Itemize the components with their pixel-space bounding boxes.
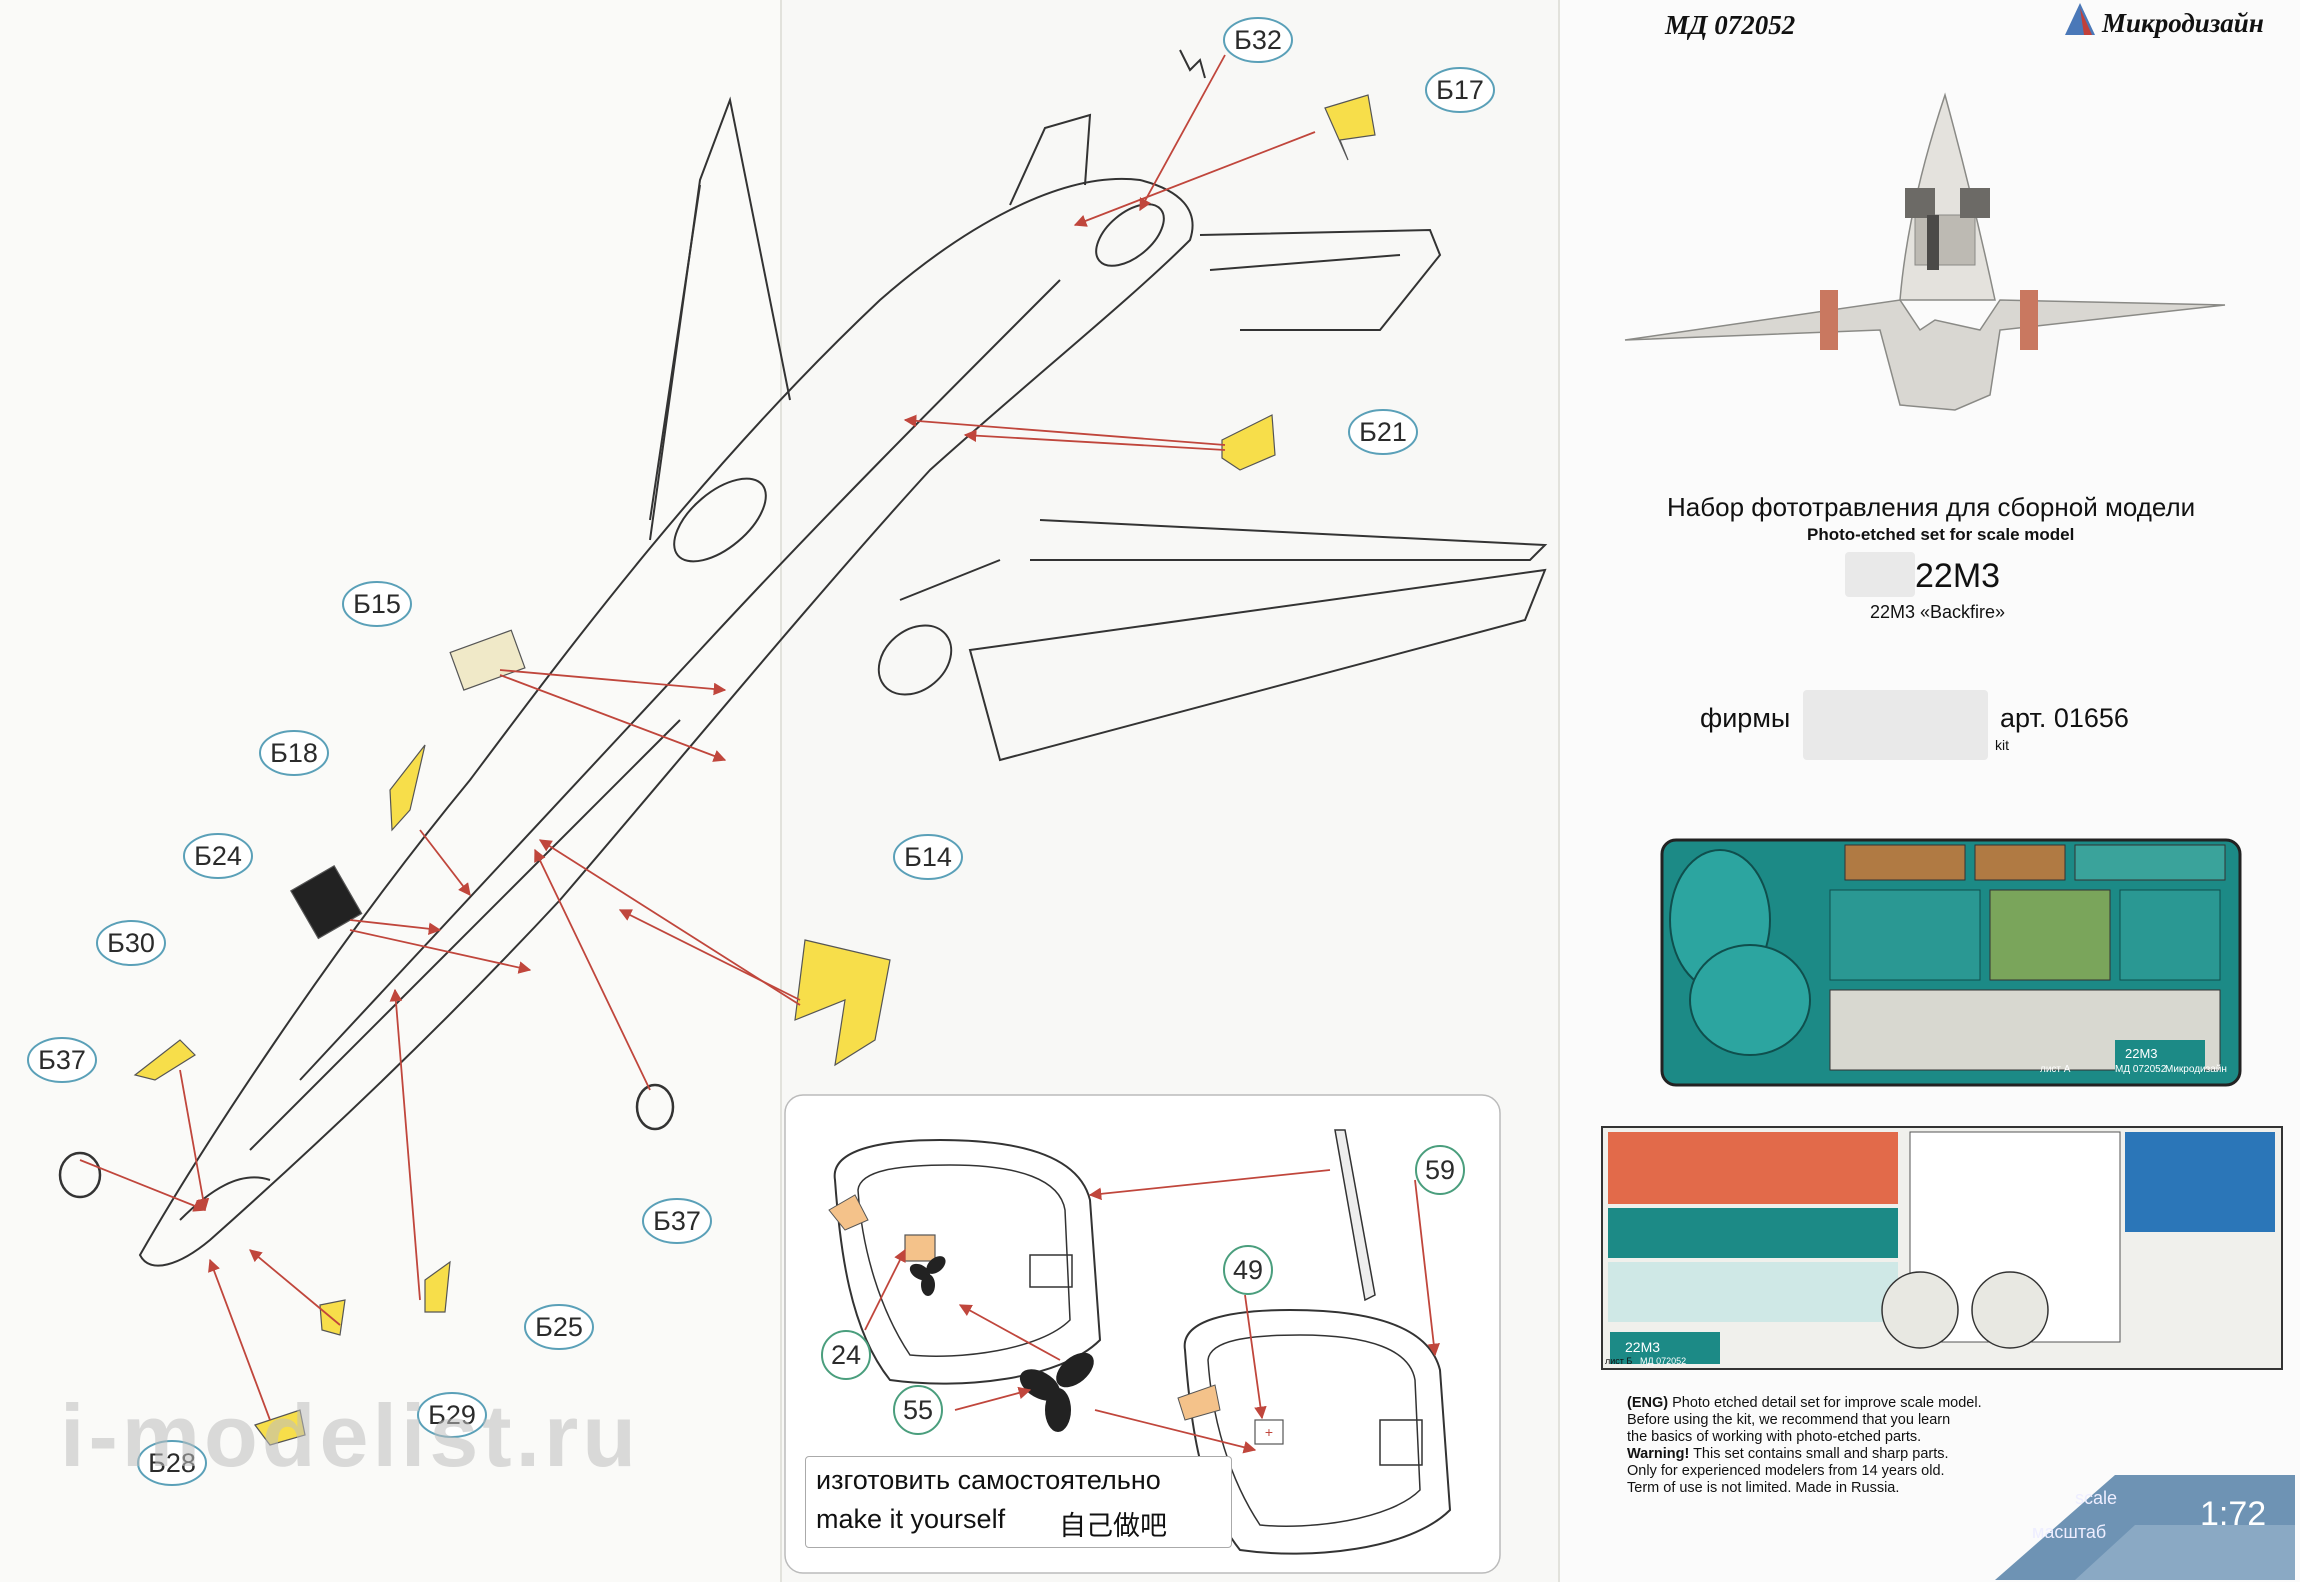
callout-b24 bbox=[183, 833, 253, 879]
part-b29 bbox=[319, 1299, 346, 1336]
notes-line6: Term of use is not limited. Made in Russ… bbox=[1627, 1480, 1900, 1496]
callout-b14 bbox=[893, 834, 963, 880]
callout-label-b25: Б25 bbox=[535, 1312, 583, 1342]
callout-label-b14: Б14 bbox=[904, 842, 952, 872]
diy-en: make it yourself bbox=[816, 1504, 1006, 1534]
watermark: i-modelist.ru bbox=[60, 1386, 641, 1485]
article-code: МД 072052 bbox=[1665, 10, 1796, 40]
firm-art: арт. 01656 bbox=[2000, 703, 2129, 733]
etch-sheet-a: 22М3 МД 072052 лист А Микродизайн bbox=[1660, 838, 2242, 1087]
callout-label-b18: Б18 bbox=[270, 738, 318, 768]
etch-sheet-b: 22М3 МД 072052 лист Б bbox=[1601, 1126, 2283, 1370]
svg-text:+: + bbox=[1265, 1424, 1273, 1440]
callout-label-b32: Б32 bbox=[1234, 25, 1282, 55]
callout-b15 bbox=[342, 581, 412, 627]
sheet-a-brand: Микродизайн bbox=[2165, 1064, 2227, 1075]
english-notes: (ENG) Photo etched detail set for improv… bbox=[1627, 1395, 2147, 1497]
diy-cn: 自己做吧 bbox=[1059, 1511, 1167, 1541]
part-b21 bbox=[1221, 414, 1276, 471]
callout-55 bbox=[893, 1385, 943, 1435]
callout-label-59: 59 bbox=[1425, 1155, 1455, 1185]
callout-label-b15: Б15 bbox=[353, 589, 401, 619]
fold-line bbox=[1558, 0, 1560, 1582]
callout-label-b37a: Б37 bbox=[38, 1045, 86, 1075]
sheet-b-sheet: лист Б bbox=[1605, 1356, 1632, 1366]
model-en: 22M3 «Backfire» bbox=[1870, 602, 2006, 622]
photo-etched-parts bbox=[133, 49, 1376, 1446]
scale-en: scale bbox=[2075, 1488, 2118, 1508]
notes-line5: Only for experienced modelers from 14 ye… bbox=[1627, 1463, 1945, 1479]
callout-label-b17: Б17 bbox=[1436, 75, 1484, 105]
callout-b29 bbox=[417, 1392, 487, 1438]
leader-arrows bbox=[79, 54, 1316, 1421]
callout-24 bbox=[821, 1330, 871, 1380]
part-b28 bbox=[254, 1409, 306, 1446]
callout-label-49: 49 bbox=[1233, 1255, 1263, 1285]
callout-b30 bbox=[96, 920, 166, 966]
notes-line2: Before using the kit, we recommend that … bbox=[1627, 1412, 1951, 1428]
redacted-firm bbox=[1803, 690, 1988, 760]
redacted-brand bbox=[1845, 552, 1915, 597]
callout-59 bbox=[1415, 1145, 1465, 1195]
part-b30 bbox=[133, 1039, 196, 1081]
callout-label-24: 24 bbox=[831, 1340, 861, 1370]
part-b18 bbox=[389, 744, 426, 832]
part-b24 bbox=[290, 865, 363, 940]
part-b25 bbox=[424, 1260, 451, 1313]
fold-line bbox=[780, 0, 782, 1582]
title-ru: Набор фототравления для сборной модели bbox=[1667, 492, 2196, 522]
callout-b18 bbox=[259, 730, 329, 776]
sheet-a-label: 22М3 bbox=[2125, 1046, 2158, 1061]
callout-b28 bbox=[137, 1440, 207, 1486]
callout-label-b37b: Б37 bbox=[653, 1206, 701, 1236]
notes-line4: This set contains small and sharp parts. bbox=[1689, 1446, 1949, 1462]
callout-b37a bbox=[27, 1037, 97, 1083]
callout-label-b21: Б21 bbox=[1359, 417, 1407, 447]
scale-badge bbox=[1995, 1475, 2295, 1580]
sheet-b-code: МД 072052 bbox=[1640, 1356, 1686, 1366]
canopy-detail-box: + 59 49 24 55 bbox=[784, 1094, 1501, 1574]
brand-name: Микродизайн bbox=[2102, 8, 2264, 38]
firm-prefix: фирмы bbox=[1700, 703, 1791, 733]
sheet-a-code: МД 072052 bbox=[2115, 1064, 2167, 1075]
callout-label-55: 55 bbox=[903, 1395, 933, 1425]
callout-b32 bbox=[1223, 17, 1293, 63]
part-55 bbox=[1019, 1352, 1094, 1432]
sheet-a-sheet: лист А bbox=[2040, 1064, 2071, 1075]
part-b14 bbox=[794, 939, 891, 1067]
part-b32 bbox=[1179, 49, 1206, 79]
callout-label-b30: Б30 bbox=[107, 928, 155, 958]
notes-line3: the basics of working with photo-etched … bbox=[1627, 1429, 1922, 1445]
callouts bbox=[27, 17, 1495, 1486]
model-ru: 22М3 bbox=[1915, 557, 2001, 595]
part-24 bbox=[904, 1234, 936, 1262]
kit-suffix: kit bbox=[1995, 737, 2009, 753]
brand-logo-icon bbox=[2065, 3, 2095, 35]
part-b17 bbox=[1324, 94, 1376, 161]
notes-warning: Warning! bbox=[1627, 1446, 1690, 1462]
aircraft-photo bbox=[1624, 92, 2226, 411]
callout-label-b24: Б24 bbox=[194, 841, 242, 871]
scale-value: 1:72 bbox=[2200, 1495, 2267, 1533]
notes-line1: Photo etched detail set for improve scal… bbox=[1668, 1395, 1982, 1411]
callout-b37b bbox=[642, 1198, 712, 1244]
callout-49 bbox=[1223, 1245, 1273, 1295]
callout-b17 bbox=[1425, 67, 1495, 113]
part-49 bbox=[1254, 1419, 1284, 1445]
callout-b21 bbox=[1348, 409, 1418, 455]
part-b15 bbox=[449, 629, 526, 691]
callout-label-b28: Б28 bbox=[148, 1448, 196, 1478]
callout-label-b29: Б29 bbox=[428, 1400, 476, 1430]
diy-ru: изготовить самостоятельно bbox=[816, 1465, 1161, 1495]
callout-b25 bbox=[524, 1304, 594, 1350]
make-it-yourself-box: изготовить самостоятельно make it yourse… bbox=[805, 1456, 1232, 1548]
ring-parts bbox=[58, 1083, 675, 1199]
notes-eng-tag: (ENG) bbox=[1627, 1395, 1669, 1411]
sheet-b-label: 22М3 bbox=[1625, 1339, 1660, 1355]
scale-ru: масштаб bbox=[2032, 1522, 2107, 1542]
aircraft-outline bbox=[138, 96, 1548, 1267]
title-en: Photo-etched set for scale model bbox=[1807, 525, 2075, 544]
